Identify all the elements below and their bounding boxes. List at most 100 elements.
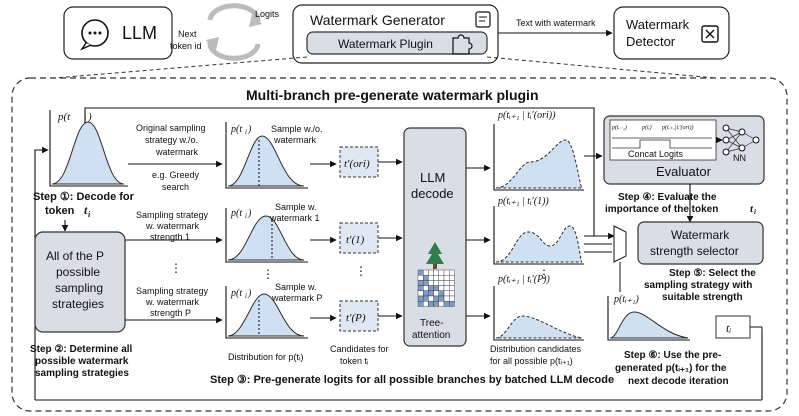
grid-cell xyxy=(417,290,424,297)
dots-cand: ⋮ xyxy=(355,264,367,278)
mini-2: p(tᵢ) xyxy=(641,124,652,131)
nn-label: NN xyxy=(733,153,746,163)
grid-cell xyxy=(423,285,429,292)
svg-text:p(t: p(t xyxy=(230,124,242,135)
grid-cell xyxy=(423,295,429,302)
grid-cell xyxy=(443,301,450,307)
grid-cell xyxy=(428,275,434,281)
dist-for-label: Distribution for p(tᵢ) xyxy=(228,352,303,362)
step3-label: Step ③: Pre-generate logits for all poss… xyxy=(210,374,614,386)
multiplexer-icon xyxy=(613,225,627,263)
grid-cell xyxy=(428,290,434,297)
grid-cell xyxy=(449,290,455,297)
checkbox-x-icon xyxy=(701,25,719,43)
next-label: Next xyxy=(178,29,197,39)
grid-cell xyxy=(417,280,424,286)
grid-cell xyxy=(428,295,434,302)
plugin-panel xyxy=(11,77,788,412)
dots-col2: ⋮ xyxy=(262,267,274,281)
grid-cell xyxy=(449,285,455,292)
p-next-P: p(tᵢ₊₁ | tᵢ′(P)) xyxy=(497,274,551,285)
step5-2: sampling strategy with xyxy=(644,280,752,291)
grid-cell xyxy=(423,301,429,307)
svg-text:i: i xyxy=(754,208,756,216)
sample-wP-1: Sample w. xyxy=(275,282,317,292)
p-next-ori: p(tᵢ₊₁ | tᵢ′(ori)) xyxy=(497,110,556,121)
plot-next-P: p(tᵢ₊₁ | tᵢ′(P)) xyxy=(493,274,584,341)
grid-cell xyxy=(443,285,450,292)
puzzle-icon xyxy=(452,34,473,55)
nn-edge xyxy=(725,127,743,149)
p-next-1: p(tᵢ₊₁ | tᵢ′(1)) xyxy=(497,196,549,207)
grid-cell xyxy=(423,280,429,286)
sample-w1-1: Sample w. xyxy=(275,202,317,212)
svg-text:i: i xyxy=(245,212,247,220)
grid-cell xyxy=(443,290,450,297)
ti-box-label: tᵢ xyxy=(726,321,731,335)
dots-next: ⋮ xyxy=(538,267,550,281)
strat1-2: w. watermark xyxy=(145,221,200,231)
grid-cell xyxy=(417,295,424,302)
all-strategies-box xyxy=(34,231,126,333)
grid-cell xyxy=(423,275,429,281)
plot-p-ti: p(t i) xyxy=(49,110,128,187)
grid-cell xyxy=(438,290,445,297)
step4-1: Step ④: Evaluate the xyxy=(618,192,717,203)
evaluator-label: Evaluator xyxy=(656,164,712,179)
grid-cell xyxy=(423,269,429,276)
grid-cell xyxy=(443,269,450,276)
grid-cell xyxy=(428,269,434,276)
selector-2: strength selector xyxy=(650,244,739,258)
plot-next-ori: p(tᵢ₊₁ | tᵢ′(ori)) xyxy=(493,110,584,191)
token-id-label: token id xyxy=(170,41,202,51)
strat1-1: Sampling strategy xyxy=(136,210,209,220)
dots-left: ⋮ xyxy=(170,261,182,275)
detector-box xyxy=(613,6,730,60)
candidate-ori-label: t′(ori) xyxy=(344,158,370,170)
dist-cand-1: Distribution candidates xyxy=(490,344,582,354)
stratP-1: Sampling strategy xyxy=(136,286,209,296)
svg-text:): ) xyxy=(247,124,252,135)
step6-2: generated p(tᵢ₊₁) for the xyxy=(615,363,727,374)
tree-1: Tree- xyxy=(420,318,444,329)
llm-decode-1: LLM xyxy=(420,170,445,185)
grid-icon xyxy=(417,269,455,307)
svg-text:): ) xyxy=(247,208,252,219)
llm-label: LLM xyxy=(122,23,157,43)
svg-text:p(t: p(t xyxy=(230,288,242,299)
svg-text:i: i xyxy=(84,116,86,125)
sample-wo-2: watermark xyxy=(273,135,317,145)
svg-text:t: t xyxy=(84,203,88,217)
grid-cell xyxy=(443,275,450,281)
grid-cell xyxy=(449,269,455,276)
dist-cand-2: for all possible p(tᵢ₊₁) xyxy=(490,356,573,366)
nn-node xyxy=(752,136,760,144)
ti-box xyxy=(715,315,751,339)
grid-cell xyxy=(417,275,424,281)
grid-cell xyxy=(428,285,434,292)
grid-cell xyxy=(449,275,455,281)
step2-2: possible watermark xyxy=(35,356,129,367)
plot-final: p(tᵢ₊₁) xyxy=(607,294,690,341)
grid-cell xyxy=(449,295,455,302)
grid-cell xyxy=(433,280,440,286)
grid-cell xyxy=(417,269,424,276)
grid-cell xyxy=(443,280,450,286)
cand-for-2: token tᵢ xyxy=(340,356,368,366)
grid-cell xyxy=(417,285,424,292)
svg-text:p(t: p(t xyxy=(230,208,242,219)
grid-cell xyxy=(438,295,445,302)
greedy-label-1: e.g. Greedy xyxy=(152,170,200,180)
nn-node xyxy=(722,124,730,132)
logits-label: Logits xyxy=(255,9,280,19)
all-p-4: strategies xyxy=(52,297,104,311)
mini-1: p(tᵢ₋₁) xyxy=(611,124,627,131)
all-p-3: sampling xyxy=(55,281,103,295)
strat1-3: strength 1 xyxy=(150,232,190,242)
p-final-label: p(tᵢ₊₁) xyxy=(613,294,639,305)
greedy-label-2: search xyxy=(162,182,189,192)
grid-cell xyxy=(433,301,440,307)
nn-node xyxy=(738,128,746,136)
svg-text:i: i xyxy=(245,128,247,136)
